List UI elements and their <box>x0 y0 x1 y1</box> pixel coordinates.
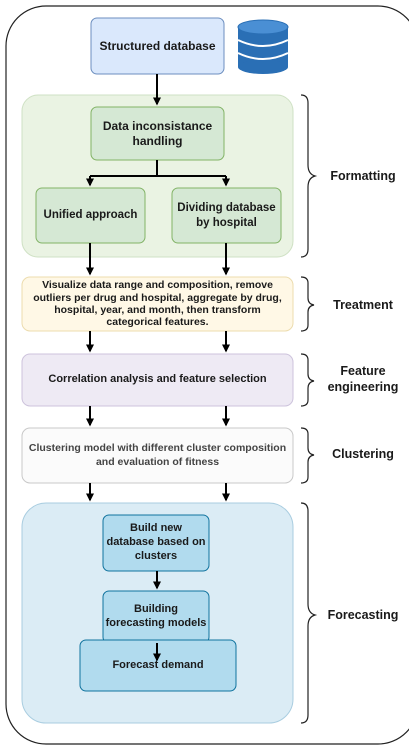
feature-step-label: Correlation analysis and feature selecti… <box>48 373 267 386</box>
building-models-label: Building forecasting models <box>105 603 207 629</box>
build-database-label: Build new database based on clusters <box>106 522 206 562</box>
structured-database-label: Structured database <box>99 38 216 53</box>
feature-engineering-panel <box>21 353 294 407</box>
database-icon <box>237 19 289 74</box>
clustering-step-label: Clustering model with different cluster … <box>28 442 287 468</box>
treatment-brace <box>300 276 315 332</box>
stage-feature-engineering: Feature engineering <box>327 364 399 394</box>
inconsistance-label: Data inconsistance handling <box>102 118 213 148</box>
treatment-step-label: Visualize data range and composition, re… <box>33 279 282 329</box>
formatting-brace <box>300 94 318 258</box>
forecast-demand-box <box>79 639 237 692</box>
stage-forecasting: Forecasting <box>327 608 399 622</box>
treatment-panel <box>21 276 294 332</box>
clustering-brace <box>300 427 315 484</box>
outer-frame <box>5 5 409 745</box>
stage-clustering: Clustering <box>332 447 394 461</box>
dividing-database-label: Dividing database by hospital <box>177 202 276 229</box>
clustering-panel <box>21 427 294 484</box>
stage-treatment: Treatment <box>333 298 393 312</box>
stage-formatting: Formatting <box>330 169 396 183</box>
unified-approach-label: Unified approach <box>43 209 138 222</box>
feature-engineering-brace <box>300 353 315 407</box>
forecasting-brace <box>300 502 318 724</box>
forecast-demand-label: Forecast demand <box>112 658 204 671</box>
